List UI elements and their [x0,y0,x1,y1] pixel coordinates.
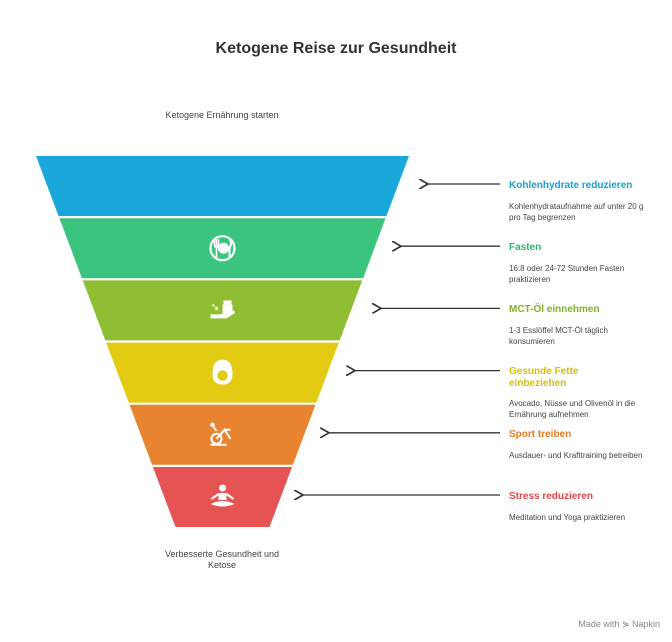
step-title-6: Stress reduzieren [509,491,593,502]
step-desc-6: Meditation und Yoga praktizieren [509,513,626,522]
step-title-3: MCT-Öl einnehmen [509,304,600,315]
funnel-band-1 [36,156,409,216]
plate-fork-knife-icon [209,235,236,262]
meditation-icon [210,484,235,507]
step-title-4: Gesunde Fette einbeziehen [509,366,579,389]
step-desc-3: 1-3 Esslöffel MCT-Öl täglich konsumieren [509,326,608,346]
funnel-band-5 [129,404,316,465]
step-title-2: Fasten [509,242,542,253]
step-title-1: Kohlenhydrate reduzieren [509,180,633,191]
step-desc-5: Ausdauer- und Krafttraining betreiben [509,451,643,460]
step-desc-1: Kohlenhydrataufnahme auf unter 20 g pro … [509,202,644,222]
oil-bottle-hand-icon [210,300,235,319]
napkin-brand: Made with ⋟ Napkin [578,619,660,629]
diagram-title: Ketogene Reise zur Gesundheit [215,40,457,57]
step-desc-4: Avocado, Nüsse und Olivenöl in die Ernäh… [509,399,636,419]
bottom-caption: Verbesserte Gesundheit und Ketose [164,549,280,570]
step-desc-2: 16:8 oder 24-72 Stunden Fasten praktizie… [509,264,625,284]
step-title-5: Sport treiben [509,429,572,440]
exercise-bike-icon [210,422,232,446]
top-caption: Ketogene Ernährung starten [165,110,279,120]
egg-icon [212,359,233,385]
